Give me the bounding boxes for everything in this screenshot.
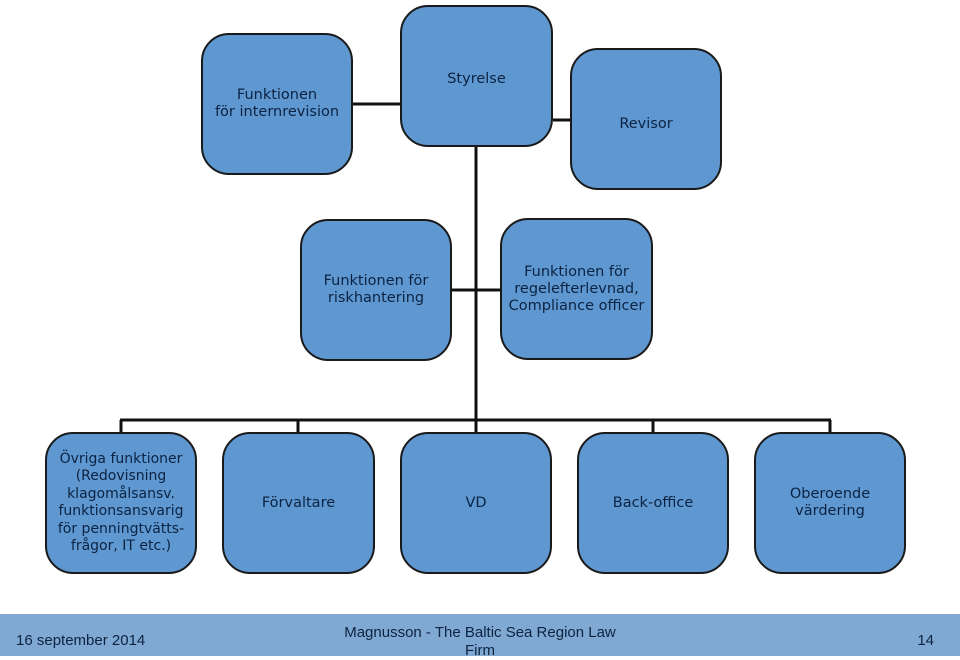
box-oberoende-vardering-label: Oberoende värdering xyxy=(789,486,871,519)
box-revisor: Revisor xyxy=(570,48,722,190)
footer-date: 16 september 2014 xyxy=(16,632,146,649)
slide-footer: 16 september 2014 Magnusson - The Baltic… xyxy=(0,614,960,659)
box-vd-label: VD xyxy=(465,494,487,511)
box-styrelse: Styrelse xyxy=(400,5,553,147)
box-riskhantering-label: Funktionen för riskhantering xyxy=(323,273,429,306)
box-back-office-label: Back-office xyxy=(612,494,694,511)
footer-firm: Magnusson - The Baltic Sea Region Law Fi… xyxy=(344,624,616,659)
box-riskhantering: Funktionen för riskhantering xyxy=(300,219,452,361)
box-ovriga-funktioner: Övriga funktioner (Redovisning klagomåls… xyxy=(45,432,197,574)
box-compliance-label: Funktionen för regelefterlevnad, Complia… xyxy=(508,263,645,314)
box-forvaltare: Förvaltare xyxy=(222,432,375,574)
box-styrelse-label: Styrelse xyxy=(447,71,506,87)
box-vd: VD xyxy=(400,432,552,574)
box-internrevision-label: Funktionen för internrevision xyxy=(214,87,340,120)
box-revisor-label: Revisor xyxy=(619,116,673,132)
box-forvaltare-label: Förvaltare xyxy=(261,494,336,511)
box-back-office: Back-office xyxy=(577,432,729,574)
box-compliance: Funktionen för regelefterlevnad, Complia… xyxy=(500,218,653,360)
box-internrevision: Funktionen för internrevision xyxy=(201,33,353,175)
box-ovriga-funktioner-label: Övriga funktioner (Redovisning klagomåls… xyxy=(57,450,185,555)
footer-page-number: 14 xyxy=(917,632,934,649)
box-oberoende-vardering: Oberoende värdering xyxy=(754,432,906,574)
